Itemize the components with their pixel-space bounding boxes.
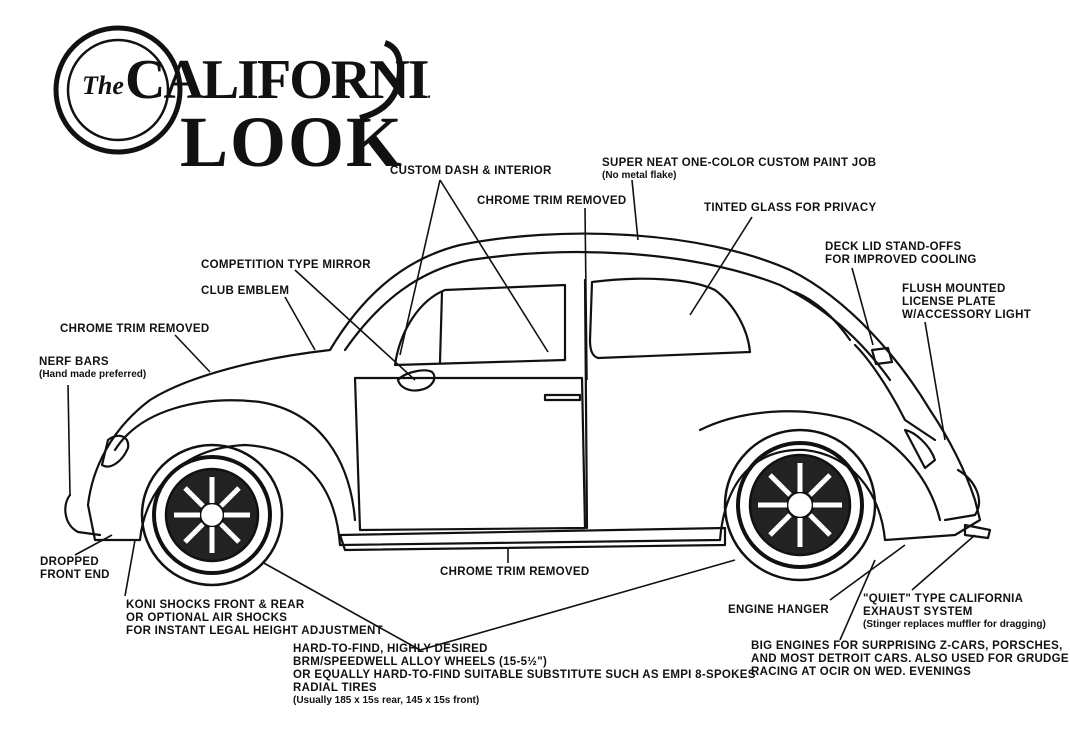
leader-deck-lid	[851, 267, 874, 346]
leader-custom-dash-2	[439, 179, 549, 353]
label-wheels: HARD-TO-FIND, HIGHLY DESIRED BRM/SPEEDWE…	[293, 643, 756, 706]
leader-chrome-trim-top	[584, 207, 588, 381]
label-club-emblem: CLUB EMBLEM	[201, 285, 290, 297]
logo-ring	[53, 25, 183, 155]
label-tinted-glass: TINTED GLASS FOR PRIVACY	[704, 202, 877, 214]
california-look-logo: The CALIFORNIA LOOK	[53, 25, 430, 182]
rear-bumper	[943, 468, 981, 522]
headlight	[100, 434, 130, 468]
leader-engine-hanger	[829, 544, 906, 601]
leader-lines	[67, 179, 976, 651]
label-chrome-trim-top: CHROME TRIM REMOVED	[477, 195, 627, 207]
label-dropped-front-end: DROPPED FRONT END	[40, 556, 110, 581]
door-outline	[353, 376, 587, 532]
door-handle	[543, 393, 582, 402]
logo-swash	[359, 40, 404, 121]
license-plate-light	[870, 346, 894, 366]
label-exhaust: "QUIET" TYPE CALIFORNIA EXHAUST SYSTEM (…	[863, 593, 1046, 630]
car-body-outline	[86, 232, 982, 547]
door-b-pillar	[583, 278, 589, 530]
label-nerf-bars: NERF BARS (Hand made preferred)	[39, 356, 147, 380]
leader-koni	[124, 539, 136, 597]
leader-exhaust	[911, 534, 976, 591]
label-paint-job: SUPER NEAT ONE-COLOR CUSTOM PAINT JOB (N…	[602, 157, 877, 181]
vent-window	[438, 290, 444, 364]
label-custom-dash: CUSTOM DASH & INTERIOR	[390, 165, 552, 177]
exhaust-pipe	[963, 523, 992, 540]
leader-engines	[839, 559, 876, 641]
rear-fender	[698, 410, 942, 522]
rear-side-window	[588, 277, 752, 360]
leader-paint-job	[631, 179, 639, 241]
label-chrome-trim-left: CHROME TRIM REMOVED	[60, 323, 210, 335]
roof-line	[343, 250, 892, 382]
tail-light	[903, 428, 937, 470]
logo-inner-ring	[66, 38, 170, 142]
leader-wheels-1	[261, 561, 421, 651]
logo-the: The	[82, 71, 124, 100]
running-board	[338, 526, 727, 552]
front-wheel	[140, 443, 284, 587]
leader-wheels-2	[419, 559, 736, 651]
label-big-engines: BIG ENGINES FOR SURPRISING Z-CARS, PORSC…	[751, 640, 1069, 678]
label-chrome-trim-bottom: CHROME TRIM REMOVED	[440, 566, 590, 578]
leader-mirror	[294, 269, 416, 381]
label-deck-lid: DECK LID STAND-OFFS FOR IMPROVED COOLING	[825, 241, 977, 266]
rear-window	[793, 290, 852, 342]
leader-club-emblem	[284, 296, 316, 351]
front-window	[393, 283, 567, 367]
deck-lid	[853, 343, 937, 442]
leader-dropped	[74, 534, 113, 556]
leader-license	[924, 321, 946, 441]
label-engine-hanger: ENGINE HANGER	[728, 604, 830, 616]
leader-chrome-trim-left	[174, 334, 211, 373]
front-bumper	[64, 493, 102, 537]
leader-custom-dash-1	[399, 179, 441, 356]
rear-wheel	[723, 428, 877, 582]
side-mirror	[396, 369, 436, 392]
label-mirror: COMPETITION TYPE MIRROR	[201, 259, 371, 271]
label-license-plate: FLUSH MOUNTED LICENSE PLATE W/ACCESSORY …	[902, 283, 1032, 321]
leader-nerf-bars	[67, 384, 71, 496]
leader-tinted-glass	[689, 216, 753, 316]
logo-california: CALIFORNIA	[125, 49, 430, 111]
label-koni-shocks: KONI SHOCKS FRONT & REAR OR OPTIONAL AIR…	[126, 599, 383, 637]
front-fender	[113, 399, 357, 522]
